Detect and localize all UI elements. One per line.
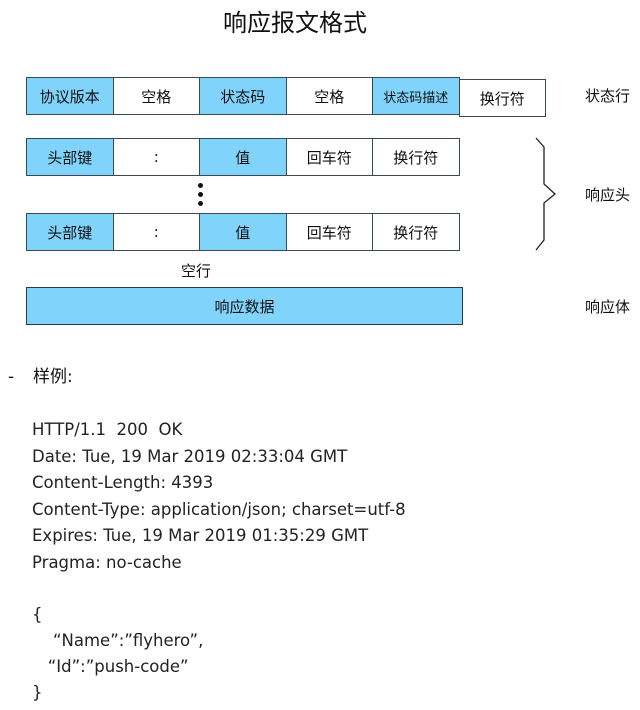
http-header-expires: Expires: Tue, 19 Mar 2019 01:35:29 GMT <box>32 526 369 545</box>
cell-protocol-version: 协议版本 <box>26 77 114 115</box>
json-close-brace: } <box>32 683 43 702</box>
cell-value: 值 <box>199 138 287 176</box>
ellipsis-dot <box>198 192 203 197</box>
headers-label: 响应头 <box>585 186 631 204</box>
cell-value: 值 <box>199 213 287 251</box>
cell-line-feed: 换行符 <box>372 138 460 176</box>
status-line-label: 状态行 <box>585 87 631 105</box>
header-row: 头部键 : 值 回车符 换行符 <box>26 213 460 251</box>
http-header-date: Date: Tue, 19 Mar 2019 02:33:04 GMT <box>32 446 348 466</box>
cell-space: 空格 <box>112 77 200 115</box>
json-name-field: “Name”:”flyhero”, <box>32 631 204 650</box>
body-label: 响应体 <box>585 298 631 316</box>
json-open-brace: { <box>32 605 43 624</box>
ellipsis-dot <box>198 183 203 188</box>
curly-brace-icon <box>535 137 556 251</box>
cell-colon: : <box>112 213 200 251</box>
header-row: 头部键 : 值 回车符 换行符 <box>26 138 460 176</box>
diagram-title: 响应报文格式 <box>223 9 367 37</box>
http-header-content-length: Content-Length: 4393 <box>32 473 214 492</box>
http-header-pragma: Pragma: no-cache <box>32 552 182 572</box>
cell-colon: : <box>112 138 200 176</box>
cell-carriage-return: 回车符 <box>285 213 373 251</box>
status-line-row: 协议版本 空格 状态码 空格 状态码描述 换行符 <box>26 77 546 117</box>
cell-carriage-return: 回车符 <box>285 138 373 176</box>
cell-space: 空格 <box>285 77 373 115</box>
cell-line-feed: 换行符 <box>372 213 460 251</box>
cell-status-description: 状态码描述 <box>372 77 460 115</box>
cell-header-key: 头部键 <box>26 213 114 251</box>
cell-line-feed: 换行符 <box>458 79 546 117</box>
empty-line-label: 空行 <box>181 262 212 280</box>
cell-status-code: 状态码 <box>199 77 287 115</box>
bullet-dash: - <box>8 367 15 387</box>
http-header-content-type: Content-Type: application/json; charset=… <box>32 499 406 519</box>
example-heading: 样例: <box>33 367 73 387</box>
json-id-field: “Id”:”push-code” <box>32 657 189 676</box>
ellipsis-dot <box>198 201 203 206</box>
cell-header-key: 头部键 <box>26 138 114 176</box>
http-status-line: HTTP/1.1 200 OK <box>32 420 183 439</box>
response-body-bar: 响应数据 <box>26 287 463 325</box>
